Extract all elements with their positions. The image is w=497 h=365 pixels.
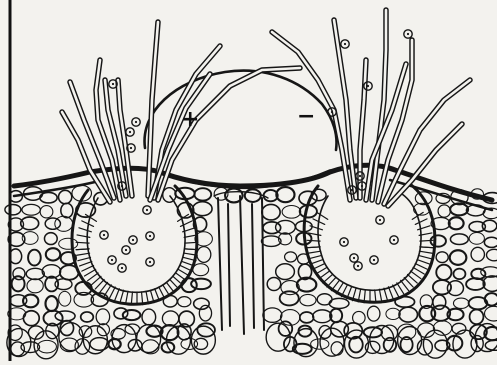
plus-label: + xyxy=(181,109,199,131)
palisade-cell xyxy=(420,240,433,241)
palisade-cell xyxy=(76,242,89,243)
palisade-cell xyxy=(420,247,433,248)
palisade-cell xyxy=(76,249,89,250)
palisade-cell xyxy=(185,249,198,250)
palisade-cell xyxy=(307,247,320,248)
minus-label: − xyxy=(297,106,315,128)
palisade-cell xyxy=(307,240,320,241)
palisade-cell xyxy=(185,242,198,243)
